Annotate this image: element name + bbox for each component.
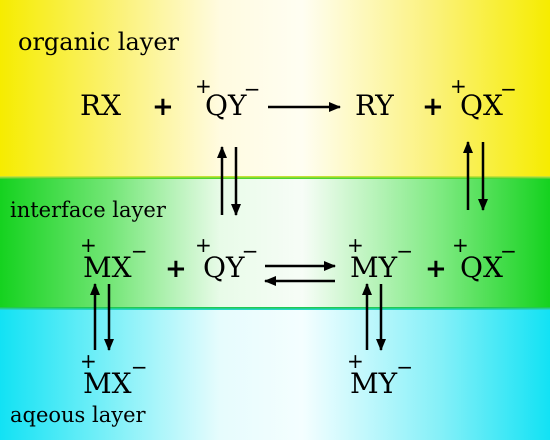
qy-transfer-equilibrium-arrows (217, 146, 241, 216)
qx-anion-charge: − (500, 77, 517, 101)
qx-transfer-equilibrium-arrows (463, 141, 488, 211)
aqueous-layer-band (0, 308, 550, 440)
my-anion-charge: − (396, 239, 414, 263)
aqueous-mx-anion-charge: − (130, 355, 148, 379)
interface-product-qx: + QX − (452, 233, 517, 284)
aqueous-my-cation-charge: + (347, 349, 364, 373)
organic-reactant-rx: RX (80, 89, 122, 122)
interface-qx-cation-charge: + (452, 233, 469, 257)
organic-reactant-qy: + QY − (195, 74, 261, 122)
aqueous-my-anion-charge: − (396, 355, 414, 379)
interface-qy-cation-charge: + (195, 233, 212, 257)
organic-product-ry: RY (355, 89, 394, 122)
organic-product-qx: + QX − (450, 74, 517, 122)
interface-equilibrium-arrows (264, 261, 336, 286)
aqueous-mx-cation-charge: + (80, 349, 97, 373)
aqueous-species-my: + MY − (347, 349, 414, 400)
organic-plus-sign-1: + (152, 92, 174, 122)
aqueous-species-mx: + MX − (80, 349, 148, 400)
organic-layer-label: organic layer (18, 28, 180, 56)
qx-cation-charge: + (450, 74, 467, 98)
organic-plus-sign-2: + (422, 92, 444, 122)
organic-layer-band (0, 0, 550, 177)
interface-product-my: + MY − (347, 233, 414, 284)
interface-plus-sign-1: + (165, 254, 187, 284)
interface-qy-anion-charge: − (241, 239, 259, 263)
my-transfer-equilibrium-arrows (362, 283, 386, 351)
interface-reactant-mx: + MX − (80, 233, 148, 284)
my-cation-charge: + (347, 233, 364, 257)
qy-cation-charge: + (195, 74, 212, 98)
mx-anion-charge: − (130, 239, 148, 263)
interface-plus-sign-2: + (425, 254, 447, 284)
interface-layer-label: interface layer (10, 198, 166, 222)
organic-interface-boundary (0, 176, 550, 179)
interface-reactant-qy: + QY − (195, 233, 259, 284)
interface-qx-anion-charge: − (500, 239, 517, 263)
qy-anion-charge: − (243, 77, 261, 101)
aqueous-layer-label: aqeous layer (10, 403, 146, 427)
interface-aqueous-boundary (0, 307, 550, 310)
mx-cation-charge: + (80, 233, 97, 257)
mx-transfer-equilibrium-arrows (90, 283, 114, 351)
